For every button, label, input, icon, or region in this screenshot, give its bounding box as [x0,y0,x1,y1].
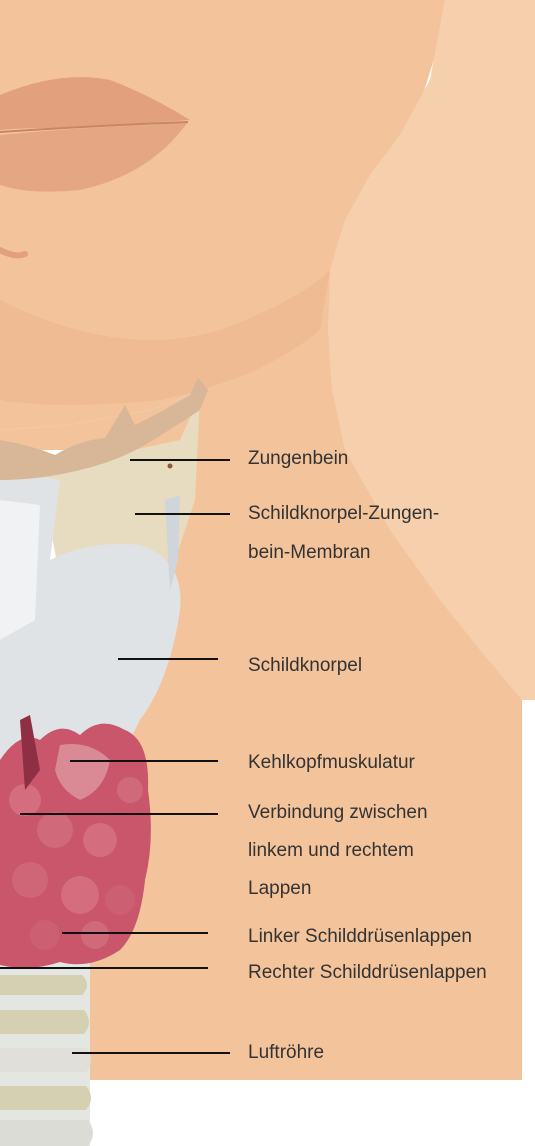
leader-line-thyroid-cartilage [118,658,218,660]
label-larynx-muscles: Kehlkopfmuskulatur [248,750,415,776]
thyroid-gland [0,715,151,968]
leader-line-trachea [72,1052,230,1054]
leader-line-membrane [135,513,230,515]
label-isthmus-line2: linkem und rechtem [248,838,414,864]
label-thyroid-cartilage: Schildknorpel [248,653,362,679]
leader-line-hyoid [130,459,230,461]
label-isthmus-line3: Lappen [248,876,311,902]
label-membrane-line2: bein-Membran [248,540,371,566]
label-trachea: Luftröhre [248,1040,324,1066]
label-membrane-line1: Schildknorpel-Zungen- [248,501,439,527]
leader-line-left-lobe [62,932,208,934]
label-left-lobe: Linker Schilddrüsenlappen [248,924,472,950]
leader-line-right-lobe [0,967,208,969]
hyoid-foramen [168,464,173,469]
label-isthmus-line1: Verbindung zwischen [248,800,428,826]
leader-line-isthmus [20,813,218,815]
label-right-lobe: Rechter Schilddrüsenlappen [248,960,487,986]
label-hyoid: Zungenbein [248,446,348,472]
leader-line-larynx-muscles [70,760,218,762]
cartilage-highlight [0,500,40,640]
